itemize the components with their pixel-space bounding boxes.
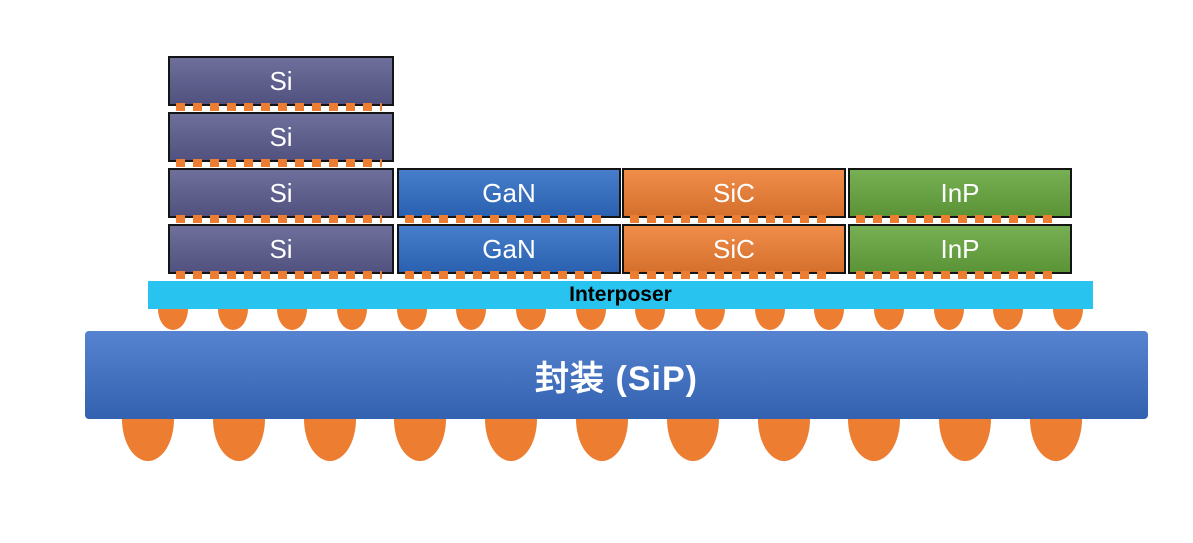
die-label: GaN xyxy=(482,178,536,208)
solder-bump xyxy=(456,309,487,330)
solder-bump xyxy=(336,309,367,330)
solder-bump xyxy=(575,309,606,330)
die-label: GaN xyxy=(482,234,536,264)
interposer-label: Interposer xyxy=(569,283,672,306)
solder-ball xyxy=(757,419,810,461)
die-label: InP xyxy=(940,234,980,264)
die-label: Si xyxy=(269,178,293,208)
package-label: 封装 (SiP) xyxy=(535,359,698,398)
solder-ball xyxy=(212,419,265,461)
solder-bump xyxy=(277,309,308,330)
die-label: Si xyxy=(269,66,293,96)
solder-ball xyxy=(303,419,356,461)
solder-bump xyxy=(635,309,666,330)
die-inp-1: InP xyxy=(848,168,1072,218)
microbump-row xyxy=(176,271,382,279)
solder-bump xyxy=(158,309,188,330)
package-bar: 封装 (SiP) xyxy=(85,331,1148,419)
solder-ball xyxy=(394,419,447,461)
solder-bump xyxy=(873,309,904,330)
solder-ball xyxy=(122,419,174,461)
solder-ball xyxy=(666,419,719,461)
microbump-row xyxy=(856,215,1060,223)
package-ball-row xyxy=(122,419,1082,461)
microbump-row xyxy=(176,103,382,111)
die-sic-2: SiC xyxy=(622,224,846,274)
solder-bump xyxy=(515,309,546,330)
die-gan-1: GaN xyxy=(397,168,621,218)
solder-ball xyxy=(848,419,901,461)
solder-bump xyxy=(694,309,725,330)
solder-bump xyxy=(1052,309,1083,330)
microbump-row xyxy=(405,271,609,279)
die-gan-2: GaN xyxy=(397,224,621,274)
microbump-row xyxy=(856,271,1060,279)
solder-bump xyxy=(814,309,845,330)
interposer-bar: Interposer xyxy=(148,281,1093,309)
microbump-row xyxy=(630,215,834,223)
solder-bump xyxy=(933,309,964,330)
die-si-3: Si xyxy=(168,168,394,218)
solder-bump xyxy=(396,309,427,330)
solder-ball xyxy=(575,419,628,461)
solder-bump xyxy=(993,309,1024,330)
microbump-row xyxy=(176,159,382,167)
microbump-row xyxy=(405,215,609,223)
die-si-4: Si xyxy=(168,224,394,274)
interposer-bump-row xyxy=(158,309,1083,330)
die-inp-2: InP xyxy=(848,224,1072,274)
solder-bump xyxy=(754,309,785,330)
microbump-row xyxy=(630,271,834,279)
die-label: InP xyxy=(940,178,980,208)
solder-bump xyxy=(217,309,248,330)
die-sic-1: SiC xyxy=(622,168,846,218)
solder-ball xyxy=(939,419,992,461)
solder-ball xyxy=(1029,419,1082,461)
die-label: Si xyxy=(269,122,293,152)
microbump-row xyxy=(176,215,382,223)
solder-ball xyxy=(485,419,538,461)
die-label: SiC xyxy=(713,178,755,208)
die-si-2: Si xyxy=(168,112,394,162)
die-label: Si xyxy=(269,234,293,264)
die-si-1: Si xyxy=(168,56,394,106)
die-label: SiC xyxy=(713,234,755,264)
